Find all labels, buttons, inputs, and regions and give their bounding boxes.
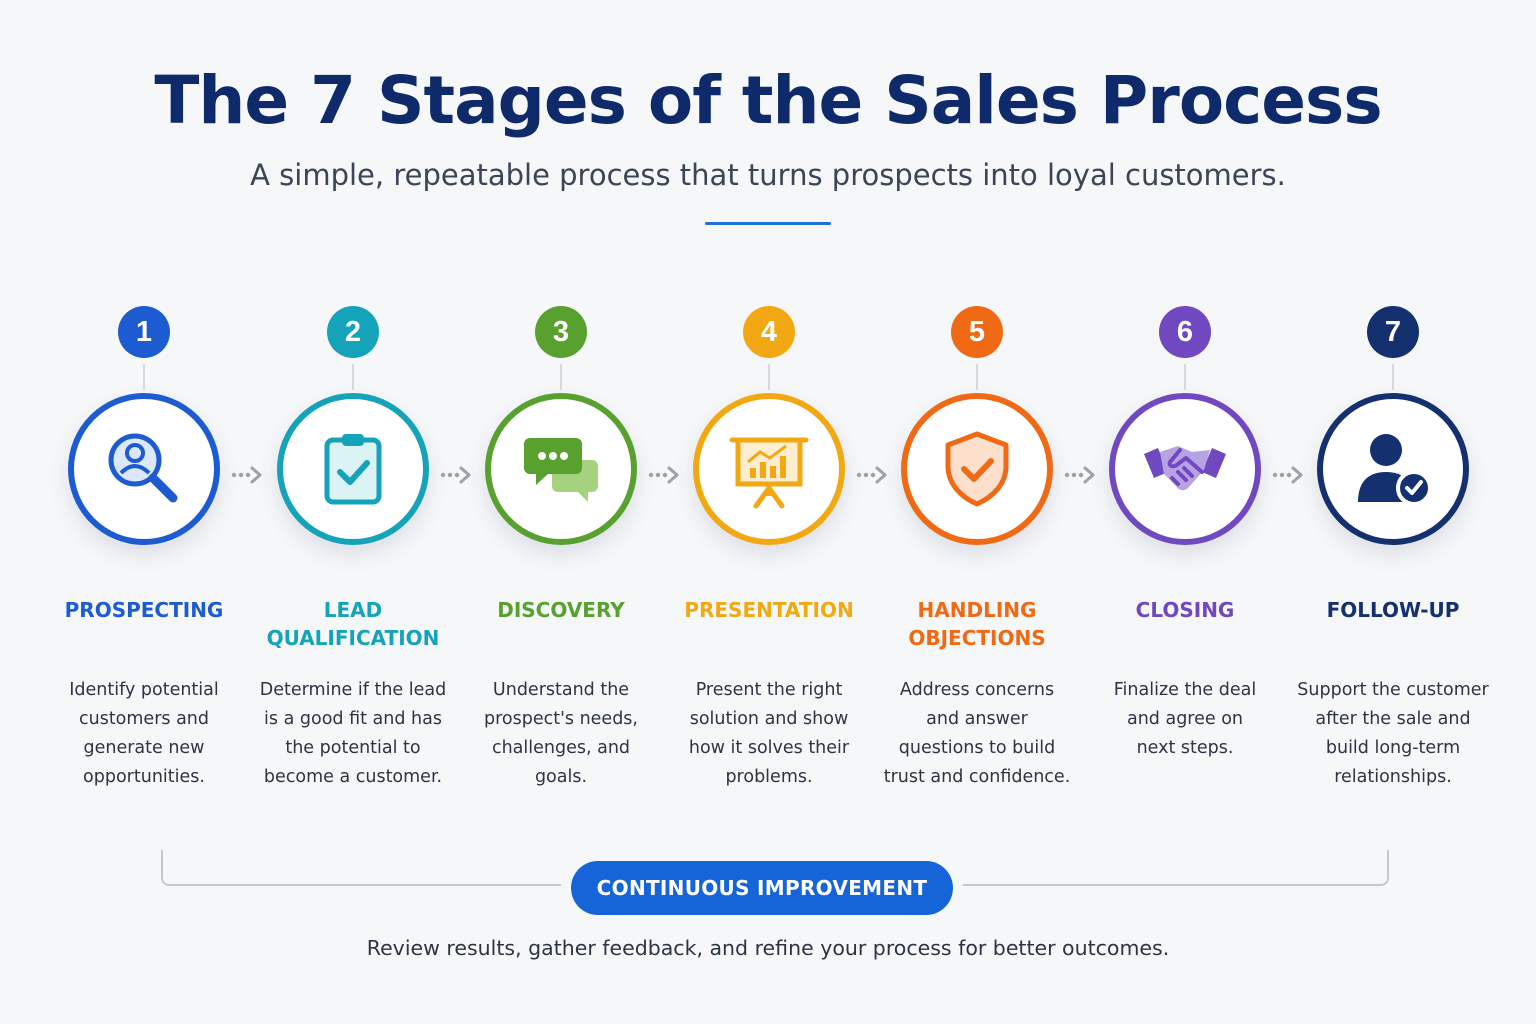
stage-number-badge: 7: [1367, 306, 1419, 358]
stage-icon-circle: [1109, 393, 1261, 545]
stage-icon-circle: [68, 393, 220, 545]
stage-description: Present the right solution and show how …: [688, 680, 850, 787]
stage-icon-circle: [1317, 393, 1469, 545]
stage-description: Finalize the deal and agree on next step…: [1113, 680, 1257, 758]
dotted-arrow-icon: [648, 466, 679, 484]
dotted-arrow-icon: [1064, 466, 1095, 484]
clipboard-check-icon: [324, 434, 382, 505]
continuous-improvement-text: Review results, gather feedback, and ref…: [366, 936, 1170, 960]
dotted-arrow-icon: [440, 466, 471, 484]
stage-label: CLOSING: [1135, 598, 1235, 622]
stage-number-badge: 4: [743, 306, 795, 358]
stage-description: Address concerns and answer questions to…: [883, 680, 1071, 787]
stage-number-badge: 5: [951, 306, 1003, 358]
connector-line: [352, 364, 354, 390]
stage-presentation: 4 PRESENTATION Present the right solutio…: [669, 0, 869, 820]
stage-icon-circle: [485, 393, 637, 545]
stage-label: FOLLOW-UP: [1326, 598, 1460, 622]
stage-description: Support the customer after the sale and …: [1297, 680, 1489, 787]
connector-line: [1392, 364, 1394, 390]
dotted-arrow-icon: [1272, 466, 1303, 484]
stage-discovery: 3 DISCOVERY Understand the prospect's ne…: [461, 0, 661, 820]
chat-bubbles-icon: [524, 438, 598, 502]
stage-follow-up: 7 FOLLOW-UP Support the customer after t…: [1293, 0, 1493, 820]
dotted-arrow-icon: [231, 466, 262, 484]
stage-description: Determine if the lead is a good fit and …: [259, 680, 447, 787]
shield-check-icon: [945, 431, 1009, 507]
stage-prospecting: 1 PROSPECTING Identify potential custome…: [44, 0, 244, 820]
connector-line: [768, 364, 770, 390]
connector-line: [560, 364, 562, 390]
stage-label: PROSPECTING: [64, 598, 224, 622]
connector-line: [143, 364, 145, 390]
stage-number-badge: 6: [1159, 306, 1211, 358]
search-person-icon: [108, 433, 178, 503]
title-divider: [705, 222, 831, 225]
stage-icon-circle: [693, 393, 845, 545]
handshake-icon: [1144, 446, 1226, 491]
presentation-board-icon: [729, 437, 809, 509]
stage-number-badge: 2: [327, 306, 379, 358]
stage-label: HANDLING OBJECTIONS: [908, 598, 1046, 650]
stage-icon-circle: [277, 393, 429, 545]
stage-description: Identify potential customers and generat…: [69, 680, 219, 787]
stage-description: Understand the prospect's needs, challen…: [483, 680, 638, 787]
stage-number-badge: 1: [118, 306, 170, 358]
stage-icon-circle: [901, 393, 1053, 545]
stage-lead-qualification: 2 LEAD QUALIFICATION Determine if the le…: [253, 0, 453, 820]
page-title: The 7 Stages of the Sales Process: [154, 62, 1382, 139]
connector-line: [1184, 364, 1186, 390]
connector-line: [976, 364, 978, 390]
user-check-icon: [1358, 434, 1432, 506]
stage-label: LEAD QUALIFICATION: [266, 598, 440, 650]
dotted-arrow-icon: [856, 466, 887, 484]
continuous-improvement-badge: CONTINUOUS IMPROVEMENT: [571, 861, 953, 915]
stage-handling-objections: 5 HANDLING OBJECTIONS Address concerns a…: [877, 0, 1077, 820]
stage-number-badge: 3: [535, 306, 587, 358]
stage-label: PRESENTATION: [684, 598, 854, 622]
page-subtitle: A simple, repeatable process that turns …: [250, 158, 1286, 192]
stage-label: DISCOVERY: [497, 598, 625, 622]
stage-closing: 6 CLOSING Finalize the deal and agree on…: [1085, 0, 1285, 820]
